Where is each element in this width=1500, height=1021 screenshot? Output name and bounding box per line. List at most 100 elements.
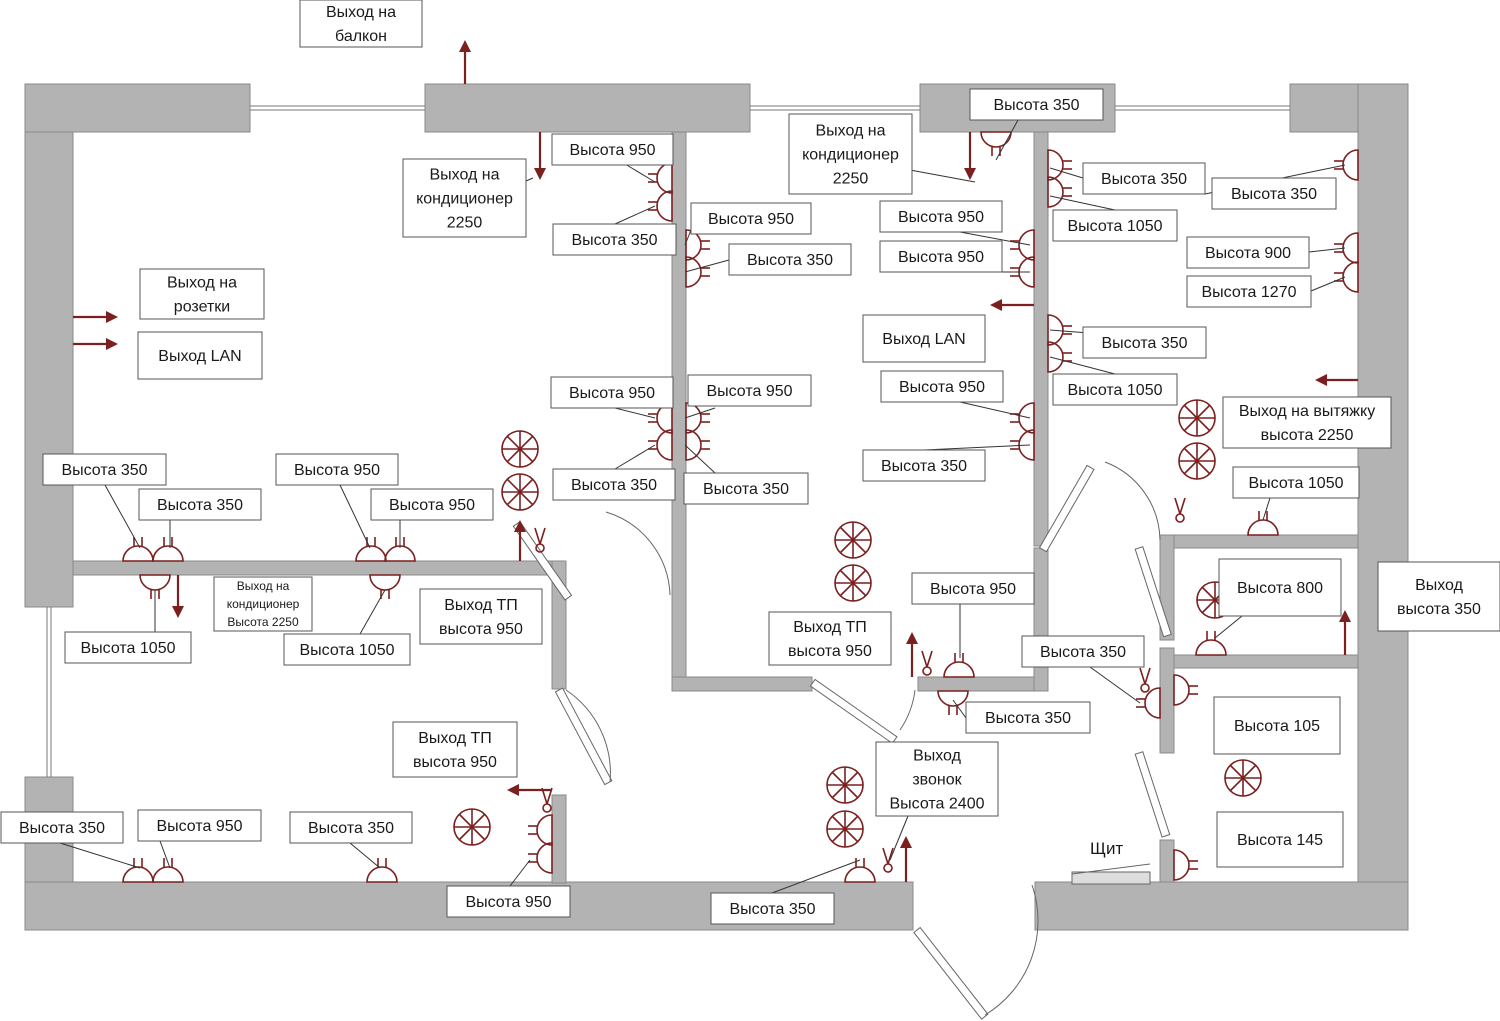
socket-icon <box>139 574 171 599</box>
socket-icon <box>1010 256 1035 288</box>
outlet-arrow-icon <box>1339 610 1351 655</box>
socket-icon <box>1334 232 1359 264</box>
outlet-arrow-icon <box>507 784 552 796</box>
leader-line <box>995 119 1019 161</box>
leader-line <box>1049 195 1116 211</box>
label-box: Высота 950 <box>550 376 674 409</box>
label-text: Высота 950 <box>294 462 380 479</box>
outlet-arrow-icon <box>964 132 976 180</box>
socket-icon <box>685 256 710 288</box>
ceiling-light-icon <box>501 430 539 468</box>
socket-icon <box>1173 674 1198 706</box>
walls <box>24 83 1409 931</box>
label-box: Высота 1050 <box>1052 209 1178 242</box>
label-text: Высота 800 <box>1237 580 1323 597</box>
label-text: Высота 350 <box>19 820 105 837</box>
label-text: Выход LAN <box>158 348 241 365</box>
label-box: Высота 350 <box>965 701 1091 734</box>
label-box: Высота 950 <box>879 240 1003 273</box>
ceiling-light-icon <box>834 564 872 602</box>
leader-line <box>359 589 386 635</box>
leader-line <box>349 842 381 869</box>
ceiling-light-icon <box>453 808 491 846</box>
label-box: Высота 350 <box>289 811 413 844</box>
socket-icon <box>384 537 416 562</box>
leader-line <box>684 259 730 273</box>
leader-line <box>771 859 861 894</box>
label-box: Высота 350 <box>1082 326 1207 359</box>
label-box: Высота 350 <box>42 453 167 486</box>
leader-line <box>614 407 656 419</box>
label-text: Высота 1050 <box>81 640 176 657</box>
outlet-arrow-icon <box>459 40 471 84</box>
socket-icon <box>1010 429 1035 461</box>
ceiling-light-icon <box>826 766 864 804</box>
label-text: Высота 1050 <box>1068 382 1163 399</box>
label-box: Высота 350 <box>1082 162 1206 195</box>
label-box: Высота 350 <box>728 243 852 276</box>
ceiling-light-icon <box>826 810 864 848</box>
leader-lines <box>59 119 1346 894</box>
leader-line <box>159 840 171 869</box>
label-box: Высота 350 <box>862 449 986 482</box>
leader-line <box>684 444 716 474</box>
leader-line <box>1049 356 1116 375</box>
label-text: Высота 350 <box>993 97 1079 114</box>
leader-line <box>1089 666 1141 704</box>
label-box: Высота 350 <box>683 472 809 505</box>
panel-label: Щит <box>1090 839 1123 858</box>
outlet-arrow-icon <box>900 836 912 882</box>
outlet-arrows <box>73 40 1358 882</box>
switch-icon <box>882 847 894 873</box>
label-text: Высота 350 <box>881 458 967 475</box>
switch-icon <box>541 787 553 813</box>
leader-line <box>509 859 531 887</box>
windows <box>46 105 1290 777</box>
label-text: Высота 145 <box>1237 832 1323 849</box>
label-text: Высота 1050 <box>300 642 395 659</box>
switch-icon <box>1174 497 1186 523</box>
socket-icon <box>943 653 975 678</box>
outlet-arrow-icon <box>1315 374 1358 386</box>
switch-icon <box>534 527 546 553</box>
label-text: Высота 350 <box>571 232 657 249</box>
socket-icon <box>1247 511 1279 536</box>
socket-icon <box>685 429 710 461</box>
label-text: Высота 350 <box>61 462 147 479</box>
socket-icon <box>648 162 673 194</box>
leader-line <box>525 177 534 182</box>
label-text: Высота 950 <box>930 581 1016 598</box>
socket-icon <box>844 858 876 883</box>
label-text: Высота 900 <box>1205 245 1291 262</box>
socket-icon <box>122 537 154 562</box>
label-box: Высота 1050 <box>1232 466 1360 499</box>
label-box: Высота 350 <box>552 468 676 501</box>
leader-line <box>614 205 656 225</box>
leader-line <box>1308 247 1346 253</box>
label-text: Высота 350 <box>729 901 815 918</box>
label-text: Высота 950 <box>899 379 985 396</box>
socket-icon <box>1047 314 1072 346</box>
outlet-arrow-icon <box>534 132 546 180</box>
ceiling-lights <box>453 399 1262 848</box>
leader-line <box>1214 615 1243 639</box>
label-text: Высота 950 <box>569 385 655 402</box>
label-text: Выход LAN <box>882 331 965 348</box>
leader-line <box>909 169 976 183</box>
label-box: Высота 950 <box>690 202 812 235</box>
label-text: Высота 1050 <box>1249 475 1344 492</box>
